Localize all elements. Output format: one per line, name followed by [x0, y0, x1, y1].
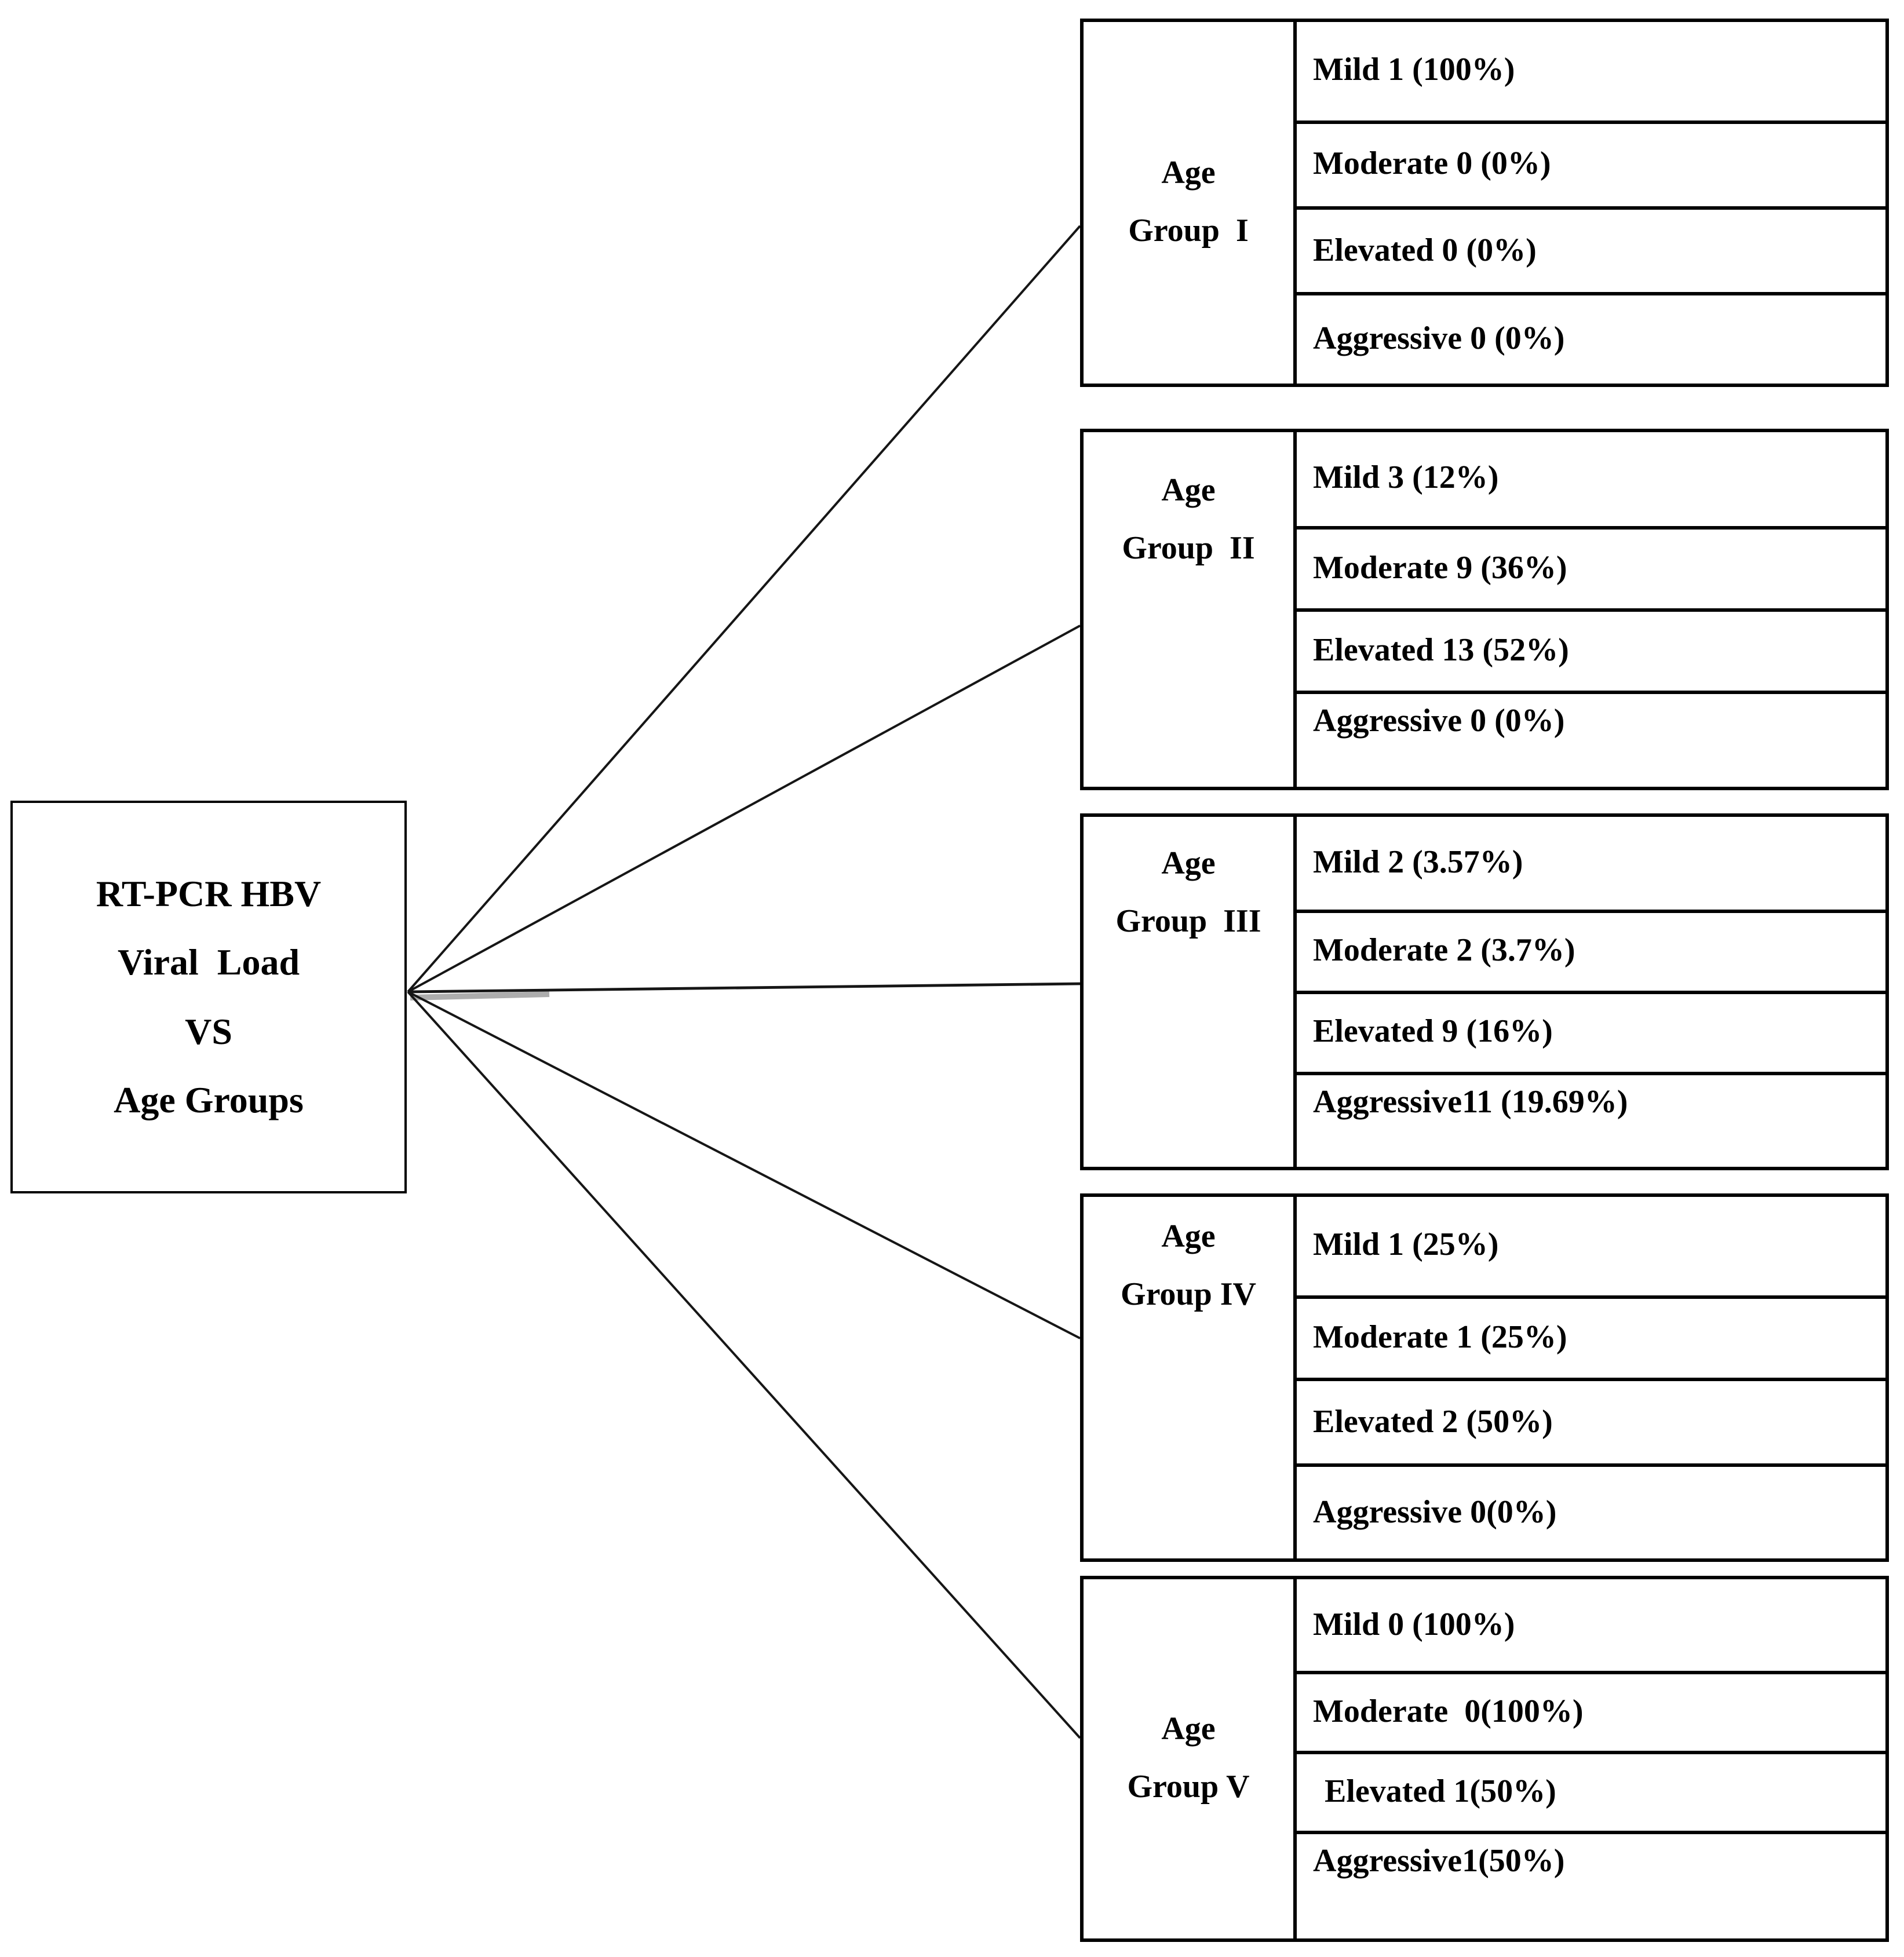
connector-line-group-i [407, 225, 1081, 993]
age-group-iv-row-mild: Mild 1 (25%) [1313, 1227, 1499, 1264]
age-group-iii-box: Age Group III Mild 2 (3.57%) Moderate 2 … [1080, 813, 1889, 1170]
age-group-i-row-elevated: Elevated 0 (0%) [1297, 206, 1885, 292]
age-group-ii-row-aggressive: Aggressive 0 (0%) [1297, 690, 1885, 787]
age-group-i-header-line: Group I [1128, 213, 1249, 249]
connector-line-group-v [407, 991, 1081, 1739]
connector-shadow-segment [410, 991, 550, 1001]
age-group-v-header-line: Group V [1127, 1769, 1250, 1805]
age-group-i-row-aggressive: Aggressive 0 (0%) [1297, 292, 1885, 384]
age-group-iv-row-aggressive: Aggressive 0(0%) [1297, 1463, 1885, 1558]
age-group-iv-row-elevated: Elevated 2 (50%) [1297, 1378, 1885, 1463]
age-group-iv-header-line: Age [1161, 1219, 1216, 1255]
age-group-v-rows: Mild 0 (100%) Moderate 0(100%) Elevated … [1297, 1579, 1885, 1938]
age-group-iii-row-aggressive: Aggressive11 (19.69%) [1297, 1071, 1885, 1167]
age-group-v-header: Age Group V [1084, 1579, 1297, 1938]
age-group-i-row-mild: Mild 1 (100%) [1313, 52, 1515, 89]
age-group-i-row-moderate: Moderate 0 (0%) [1297, 120, 1885, 206]
age-group-ii-rows: Mild 3 (12%) Moderate 9 (36%) Elevated 1… [1297, 432, 1885, 787]
connector-line-group-iv [407, 991, 1081, 1339]
age-group-v-box: Age Group V Mild 0 (100%) Moderate 0(100… [1080, 1576, 1889, 1942]
root-node-line: Viral Load [117, 941, 300, 983]
age-group-iv-box: Age Group IV Mild 1 (25%) Moderate 1 (25… [1080, 1193, 1889, 1562]
age-group-iv-row-moderate: Moderate 1 (25%) [1297, 1295, 1885, 1378]
connector-line-group-iii [407, 982, 1081, 994]
age-group-v-row-elevated: Elevated 1(50%) [1297, 1751, 1885, 1831]
age-group-ii-header-line: Group II [1122, 531, 1255, 567]
age-group-i-header: Age Group I [1084, 22, 1297, 384]
age-group-ii-header-line: Age [1161, 473, 1216, 509]
age-group-iii-header-line: Group III [1115, 904, 1261, 940]
age-group-v-row-aggressive: Aggressive1(50%) [1297, 1830, 1885, 1938]
root-node-box: RT-PCR HBV Viral Load VS Age Groups [10, 801, 407, 1193]
age-group-iv-header-line: Group IV [1121, 1277, 1256, 1313]
age-group-iii-row-moderate: Moderate 2 (3.7%) [1297, 909, 1885, 991]
age-group-ii-row-elevated: Elevated 13 (52%) [1297, 608, 1885, 691]
root-node-line: RT-PCR HBV [96, 872, 322, 915]
age-group-iii-header-line: Age [1161, 846, 1216, 882]
age-group-ii-row-moderate: Moderate 9 (36%) [1297, 525, 1885, 608]
age-group-iii-row-mild: Mild 2 (3.57%) [1313, 844, 1523, 881]
age-group-i-box: Age Group I Mild 1 (100%) Moderate 0 (0%… [1080, 19, 1889, 387]
connector-line-group-ii [407, 625, 1081, 993]
age-group-v-row-mild: Mild 0 (100%) [1313, 1607, 1515, 1643]
age-group-iii-row-elevated: Elevated 9 (16%) [1297, 990, 1885, 1072]
age-group-ii-header: Age Group II [1084, 432, 1297, 787]
age-group-i-header-line: Age [1161, 155, 1216, 191]
root-node-line: Age Groups [114, 1078, 304, 1120]
root-node-line: VS [185, 1010, 232, 1051]
age-group-v-row-moderate: Moderate 0(100%) [1297, 1671, 1885, 1751]
age-group-v-header-line: Age [1161, 1711, 1216, 1747]
age-group-ii-row-mild: Mild 3 (12%) [1313, 460, 1499, 496]
age-group-ii-box: Age Group II Mild 3 (12%) Moderate 9 (36… [1080, 429, 1889, 790]
age-group-iii-header: Age Group III [1084, 817, 1297, 1167]
age-group-iv-header: Age Group IV [1084, 1197, 1297, 1558]
age-group-iii-rows: Mild 2 (3.57%) Moderate 2 (3.7%) Elevate… [1297, 817, 1885, 1167]
age-group-i-rows: Mild 1 (100%) Moderate 0 (0%) Elevated 0… [1297, 22, 1885, 384]
age-group-iv-rows: Mild 1 (25%) Moderate 1 (25%) Elevated 2… [1297, 1197, 1885, 1558]
